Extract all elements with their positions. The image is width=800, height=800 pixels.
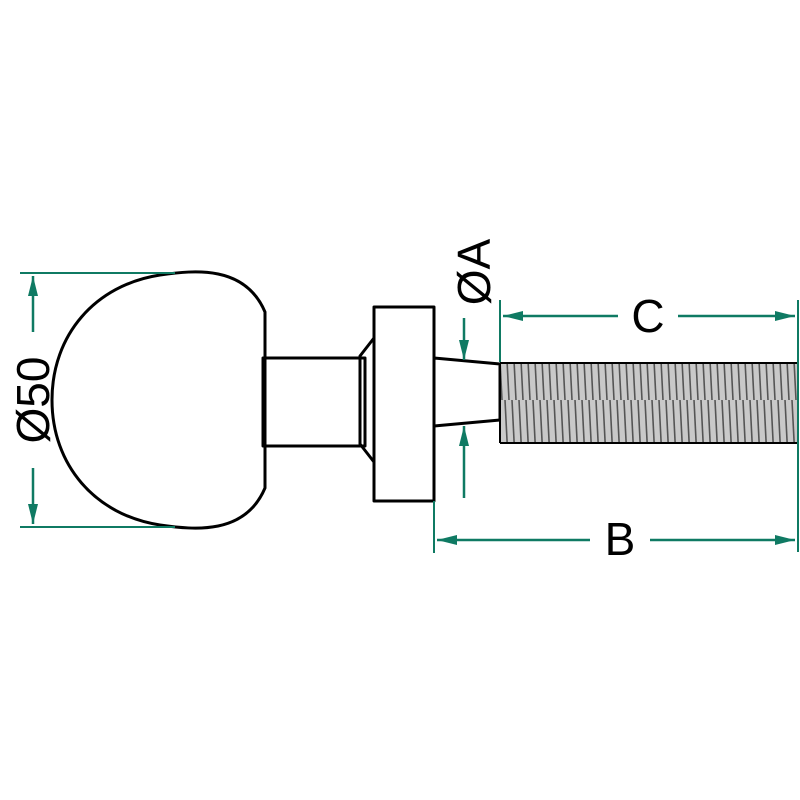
shank-diameter-label: ØA [448, 238, 500, 305]
thread-length-dimension: C [499, 290, 799, 552]
ball-diameter-dimension: Ø50 [7, 272, 175, 528]
flange-collar [358, 305, 436, 503]
total-length-label: B [605, 513, 636, 565]
ball-diameter-label: Ø50 [7, 357, 59, 444]
ball-knob [50, 270, 267, 530]
thread-length-label: C [631, 290, 664, 342]
threaded-section [499, 362, 798, 444]
neck-shaft [261, 356, 367, 448]
shank-diameter-dimension: ØA [448, 238, 500, 498]
shank-shoulder [432, 356, 502, 428]
total-length-dimension: B [433, 501, 795, 565]
